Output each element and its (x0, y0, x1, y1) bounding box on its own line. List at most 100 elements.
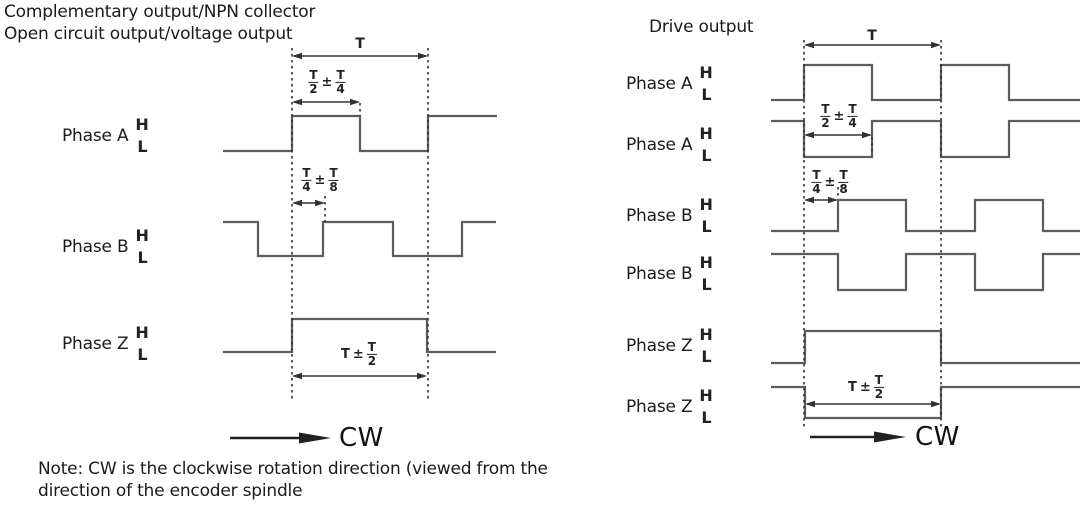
h-marker: H (699, 195, 713, 214)
dim-arrowhead-left (805, 400, 815, 408)
waveform-left-phase-b (223, 220, 496, 258)
dim-arrowhead-right (931, 41, 941, 49)
l-marker: L (701, 346, 712, 366)
plus-minus: ± (314, 172, 326, 188)
phase-name: Phase Z (62, 333, 129, 354)
frac-den: 8 (329, 179, 338, 194)
frac-den: 2 (309, 81, 318, 96)
note-text: Note: CW is the clockwise rotation direc… (38, 458, 548, 502)
l-marker: L (137, 344, 148, 364)
right-panel-title: Drive output (649, 17, 754, 37)
dim-arrowhead-left (804, 196, 814, 204)
plus-minus: ± (352, 346, 364, 362)
l-marker: L (701, 407, 712, 427)
frac-den: 2 (821, 115, 830, 130)
phase-name: Phase Z (626, 396, 693, 417)
dim-arrowhead-right (350, 98, 360, 106)
frac-num: T (308, 67, 319, 83)
frac-den: 4 (812, 181, 821, 196)
left-panel-title-line2: Open circuit output/voltage output (4, 24, 293, 44)
frac-num: T (301, 165, 312, 181)
l-marker: L (701, 145, 712, 165)
dim-arrowhead-left (804, 131, 814, 139)
frac-num: T (366, 339, 377, 355)
t-symbol: T (848, 379, 857, 395)
waveform-right-phase-a (771, 63, 1080, 102)
h-marker: H (699, 386, 713, 405)
h-marker: H (699, 253, 713, 272)
l-marker: L (137, 247, 148, 267)
frac-num: T (820, 101, 831, 117)
frac-den: 4 (848, 115, 857, 130)
plus-minus: ± (859, 379, 871, 395)
phase-name: Phase B (626, 205, 693, 226)
h-marker: H (135, 226, 149, 245)
h-marker: H (699, 124, 713, 143)
frac-num: T (328, 165, 339, 181)
phase-name: Phase A (62, 125, 129, 146)
waveform-right-phase-b (771, 198, 1080, 233)
cw-arrowhead (874, 431, 906, 443)
l-marker: L (137, 136, 148, 156)
note-line2: direction of the encoder spindle (38, 481, 303, 501)
dim-arrowhead-left (804, 41, 814, 49)
l-marker: L (701, 84, 712, 104)
dim-arrowhead-left (292, 52, 302, 60)
frac-den: 4 (302, 179, 311, 194)
h-marker: H (699, 325, 713, 344)
plus-minus: ± (833, 108, 845, 124)
phase-name: Phase A (626, 73, 693, 94)
frac-den: 2 (367, 353, 377, 368)
waveform-left-phase-a (223, 114, 497, 153)
plus-minus: ± (321, 74, 333, 90)
dim-arrowhead-right (418, 52, 428, 60)
plus-minus: ± (824, 174, 836, 190)
frac-num: T (335, 67, 346, 83)
phase-name: Phase B (626, 263, 693, 284)
waveform-right-phase-b-inv (771, 252, 1080, 292)
frac-den: 4 (336, 81, 345, 96)
dim-arrowhead-right (417, 372, 427, 380)
cw-arrowhead (299, 432, 331, 444)
note-line1: Note: CW is the clockwise rotation direc… (38, 459, 548, 479)
h-marker: H (135, 115, 149, 134)
h-marker: H (699, 63, 713, 82)
dim-arrowhead-left (292, 98, 302, 106)
frac-den: 2 (874, 386, 884, 401)
phase-name: Phase Z (626, 335, 693, 356)
left-panel-title: Complementary output/NPN collector Open … (4, 1, 315, 45)
dim-arrowhead-right (862, 131, 872, 139)
frac-num: T (811, 167, 822, 183)
t-symbol: T (341, 346, 350, 362)
dim-arrowhead-right (931, 400, 941, 408)
